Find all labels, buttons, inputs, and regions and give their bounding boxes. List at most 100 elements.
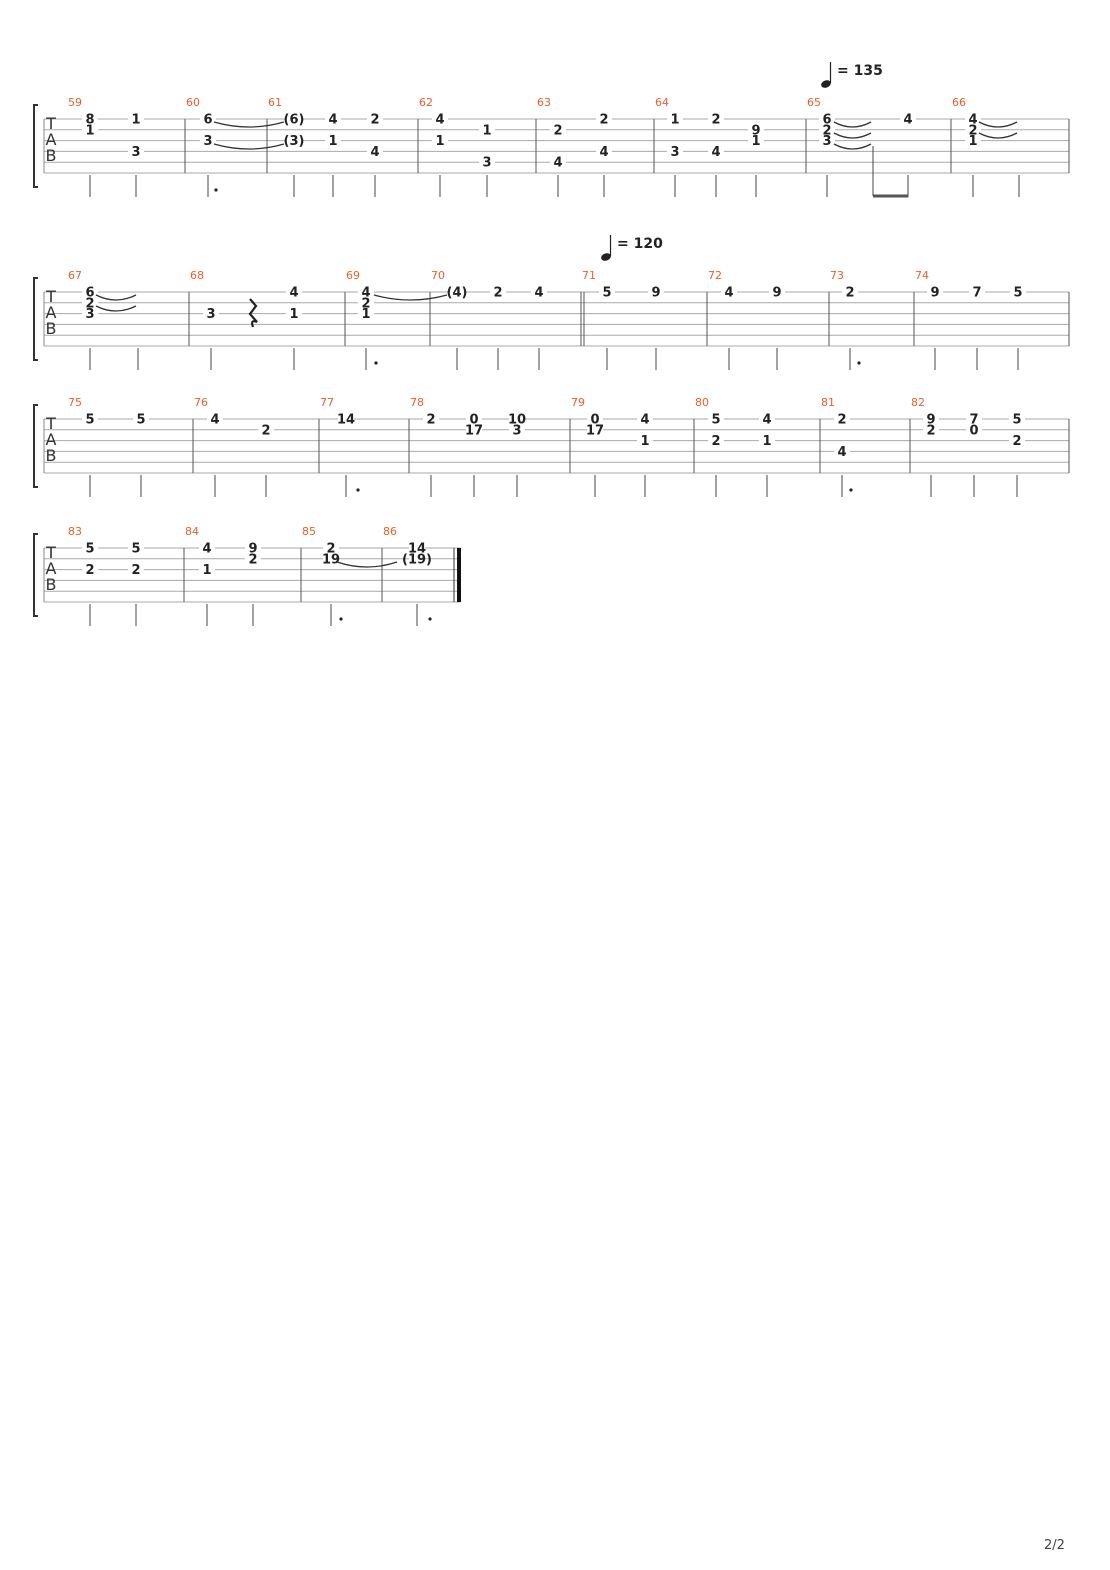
fret-background	[358, 308, 374, 320]
fret-background	[587, 413, 603, 425]
fret-background	[965, 124, 981, 136]
fret-background	[82, 297, 98, 309]
fret-number: 2	[85, 296, 94, 311]
fret-background	[466, 424, 482, 436]
fret-number: 4	[599, 145, 608, 160]
fret-background	[245, 553, 261, 565]
fret-number: 1	[762, 434, 771, 449]
fret-background	[819, 135, 835, 147]
fret-number: 5	[1013, 286, 1022, 301]
fret-number: 5	[136, 413, 145, 428]
fret-background	[82, 124, 98, 136]
tab-clef-letter: A	[46, 130, 57, 149]
tie	[95, 294, 137, 301]
fret-background	[367, 113, 383, 125]
fret-background	[834, 445, 850, 457]
tie	[978, 132, 1018, 139]
tie	[213, 143, 285, 150]
fret-background	[409, 542, 425, 554]
measure-number: 77	[320, 396, 334, 409]
fret-background	[648, 286, 664, 298]
fret-background	[759, 413, 775, 425]
fret-background	[200, 113, 216, 125]
fret-background	[819, 124, 835, 136]
fret-background	[82, 113, 98, 125]
fret-number: 1	[968, 134, 977, 149]
measure-number: 86	[383, 525, 397, 538]
fret-background	[900, 113, 916, 125]
fret-background	[965, 113, 981, 125]
tab-clef-letter: B	[46, 446, 57, 465]
fret-number: 17	[465, 423, 483, 438]
fret-background	[323, 553, 339, 565]
fret-background	[199, 564, 215, 576]
measure-number: 82	[911, 396, 925, 409]
fret-number: 2	[711, 113, 720, 128]
measure-number: 72	[708, 269, 722, 282]
final-barline-thick	[457, 548, 461, 602]
fret-background	[748, 135, 764, 147]
measure-number: 59	[68, 96, 82, 109]
fret-background	[708, 435, 724, 447]
fret-background	[200, 135, 216, 147]
measure-number: 71	[582, 269, 596, 282]
fret-background	[258, 424, 274, 436]
fret-background	[245, 542, 261, 554]
fret-number: 1	[328, 134, 337, 149]
fret-number: 2	[1012, 434, 1021, 449]
fret-number: 5	[131, 542, 140, 557]
fret-number: 1	[482, 123, 491, 138]
measure-number: 81	[821, 396, 835, 409]
fret-background	[667, 145, 683, 157]
fret-number: 2	[837, 413, 846, 428]
quarter-note-icon	[821, 80, 831, 88]
fret-number: (6)	[284, 113, 305, 128]
tie	[373, 294, 448, 301]
fret-number: 2	[599, 113, 608, 128]
fret-number: (19)	[402, 552, 432, 567]
measure-number: 84	[185, 525, 199, 538]
measure-number: 70	[431, 269, 445, 282]
measure-number: 68	[190, 269, 204, 282]
measure-number: 80	[695, 396, 709, 409]
fret-background	[1010, 286, 1026, 298]
tie	[833, 143, 872, 150]
fret-background	[449, 286, 465, 298]
system-bracket	[33, 277, 38, 361]
fret-background	[432, 113, 448, 125]
fret-number: 4	[370, 145, 379, 160]
fret-background	[323, 542, 339, 554]
fret-background	[466, 413, 482, 425]
tab-clef-letter: B	[46, 319, 57, 338]
fret-background	[927, 286, 943, 298]
fret-background	[721, 286, 737, 298]
fret-number: 4	[210, 413, 219, 428]
measure-number: 76	[194, 396, 208, 409]
fret-number: 4	[435, 113, 444, 128]
fret-background	[367, 145, 383, 157]
tab-clef-letter: A	[46, 303, 57, 322]
fret-number: 4	[361, 286, 370, 301]
measure-number: 64	[655, 96, 669, 109]
fret-number: 2	[131, 563, 140, 578]
rhythm-dot	[214, 188, 218, 192]
measure-number: 69	[346, 269, 360, 282]
tempo-label: = 135	[837, 63, 883, 79]
fret-number: (4)	[447, 286, 468, 301]
tie	[833, 132, 872, 139]
tie	[833, 121, 872, 128]
measure-number: 67	[68, 269, 82, 282]
fret-number: 3	[670, 145, 679, 160]
fret-number: 4	[289, 286, 298, 301]
fret-number: 2	[553, 123, 562, 138]
tab-clef-letter: T	[45, 287, 56, 306]
fret-background	[834, 413, 850, 425]
fret-background	[759, 435, 775, 447]
fret-number: 2	[370, 113, 379, 128]
tempo-label: = 120	[617, 236, 663, 252]
fret-background	[128, 113, 144, 125]
fret-number: 2	[926, 423, 935, 438]
fret-background	[128, 564, 144, 576]
rhythm-dot	[857, 361, 861, 365]
